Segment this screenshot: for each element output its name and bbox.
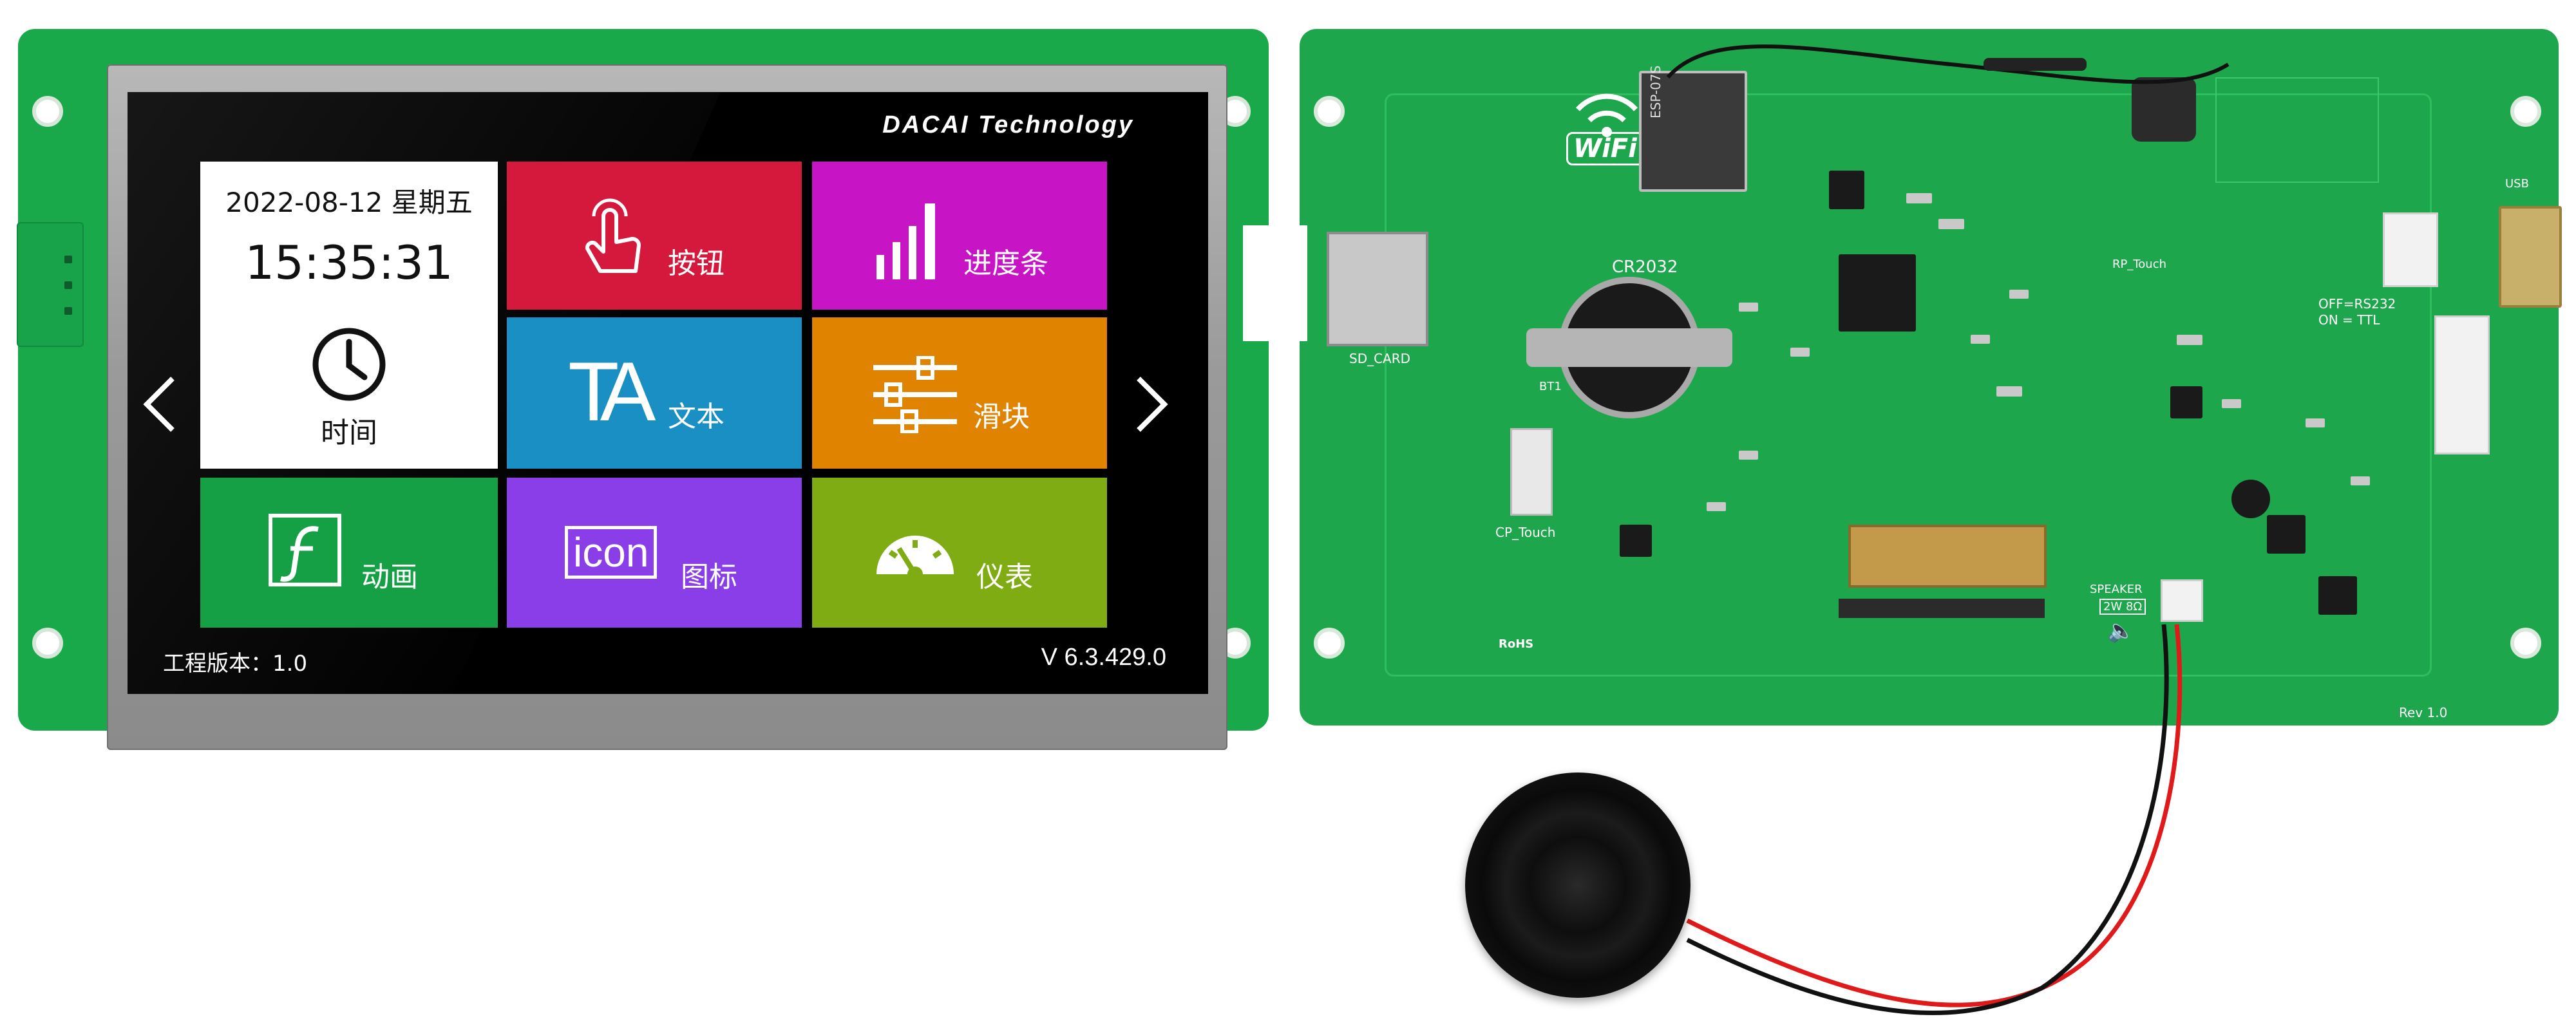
speaker-label: SPEAKER [2090, 583, 2143, 596]
speaker-glyph-icon: 🔈 [2107, 618, 2135, 644]
mount-hole [2510, 96, 2541, 127]
next-arrow-icon[interactable] [1132, 372, 1171, 436]
tile-label: 文本 [668, 400, 724, 433]
tile-label: 进度条 [963, 247, 1048, 280]
rp-touch-label: RP_Touch [2112, 258, 2167, 271]
tile-button[interactable]: 按钮 [507, 162, 802, 310]
prev-arrow-icon[interactable] [140, 372, 179, 436]
tile-label: 按钮 [668, 247, 724, 280]
bar-chart-icon [876, 203, 935, 279]
lcd-screen: DACAI Technology 2022-08-12 星期五 15:35:31… [128, 92, 1208, 694]
usb-port [2499, 206, 2562, 308]
sd-card-slot [1327, 232, 1428, 346]
uart-mode-label: OFF=RS232 [2318, 296, 2396, 312]
tile-label: 动画 [361, 561, 418, 594]
main-mcu-chip [1839, 254, 1916, 332]
battery-ref-label: BT1 [1539, 380, 1562, 393]
hand-tap-icon [585, 198, 641, 273]
battery-clip [1526, 328, 1732, 367]
speaker [1465, 772, 1690, 998]
cp-touch-connector [1510, 428, 1553, 516]
ic-chip [1829, 171, 1864, 209]
cp-touch-label: CP_Touch [1495, 525, 1556, 540]
mount-hole [2510, 628, 2541, 659]
sliders-icon [873, 356, 957, 433]
wifi-icon [1576, 93, 1638, 137]
mount-hole [32, 628, 63, 659]
tile-text[interactable]: TA 文本 [507, 317, 802, 469]
speaker-spec-label: 2W 8Ω [2099, 599, 2146, 615]
front-display-module: DACAI Technology 2022-08-12 星期五 15:35:31… [17, 29, 1269, 750]
text-glyph-icon: TA [568, 344, 656, 438]
tile-label: 图标 [681, 561, 737, 594]
fpc-connector [1848, 525, 2047, 588]
tile-icon[interactable]: icon 图标 [507, 478, 802, 628]
ic-chip [2170, 386, 2202, 418]
usb-label: USB [2505, 177, 2529, 191]
firmware-version-label: V 6.3.429.0 [1041, 644, 1166, 671]
speaker-wires [1686, 624, 2183, 1015]
uart-mode-label: ON = TTL [2318, 312, 2380, 328]
tile-clock[interactable]: 2022-08-12 星期五 15:35:31 时间 [200, 162, 498, 469]
fpc-latch [1839, 599, 2045, 618]
time-text: 15:35:31 [245, 236, 453, 290]
pcb-inner-outline [1385, 93, 2432, 677]
side-connector [17, 222, 84, 347]
clock-icon [312, 328, 386, 401]
tile-progress[interactable]: 进度条 [812, 162, 1107, 310]
tile-label: 滑块 [973, 400, 1030, 433]
wifi-label: WiFi [1566, 132, 1644, 165]
flash-icon [269, 514, 341, 586]
inductor [2231, 480, 2270, 518]
board-notch [1243, 225, 1307, 341]
date-text: 2022-08-12 星期五 [225, 187, 473, 218]
mount-hole [1314, 96, 1345, 127]
gauge-icon [876, 536, 954, 582]
tile-gauge[interactable]: 仪表 [812, 478, 1107, 628]
sd-card-label: SD_CARD [1349, 351, 1411, 366]
brand-text: DACAI Technology [882, 111, 1134, 138]
ic-chip [1620, 525, 1652, 557]
esp-wifi-module: ESP-07S [1639, 66, 1747, 192]
ic-chip [2318, 576, 2357, 615]
speaker-connector [2161, 579, 2203, 622]
ic-chip [2267, 515, 2306, 554]
battery-type-label: CR2032 [1612, 258, 1678, 277]
pin-header [2434, 315, 2490, 454]
mount-hole [1314, 628, 1345, 659]
revision-label: Rev 1.0 [2399, 705, 2448, 720]
buzzer [2132, 77, 2196, 142]
project-version-label: 工程版本：1.0 [163, 651, 308, 677]
tile-label: 仪表 [976, 561, 1033, 594]
icon-word-icon: icon [565, 526, 658, 579]
silkscreen-logo-area [2215, 77, 2379, 183]
antenna-cable [1666, 44, 2230, 84]
metal-bezel: DACAI Technology 2022-08-12 星期五 15:35:31… [107, 64, 1227, 750]
rohs-label: RoHS [1499, 637, 1534, 651]
mount-hole [32, 96, 63, 127]
tile-animation[interactable]: 动画 [200, 478, 498, 628]
tile-slider[interactable]: 滑块 [812, 317, 1107, 469]
ph-connector [2383, 212, 2438, 287]
tile-label: 时间 [321, 417, 377, 449]
